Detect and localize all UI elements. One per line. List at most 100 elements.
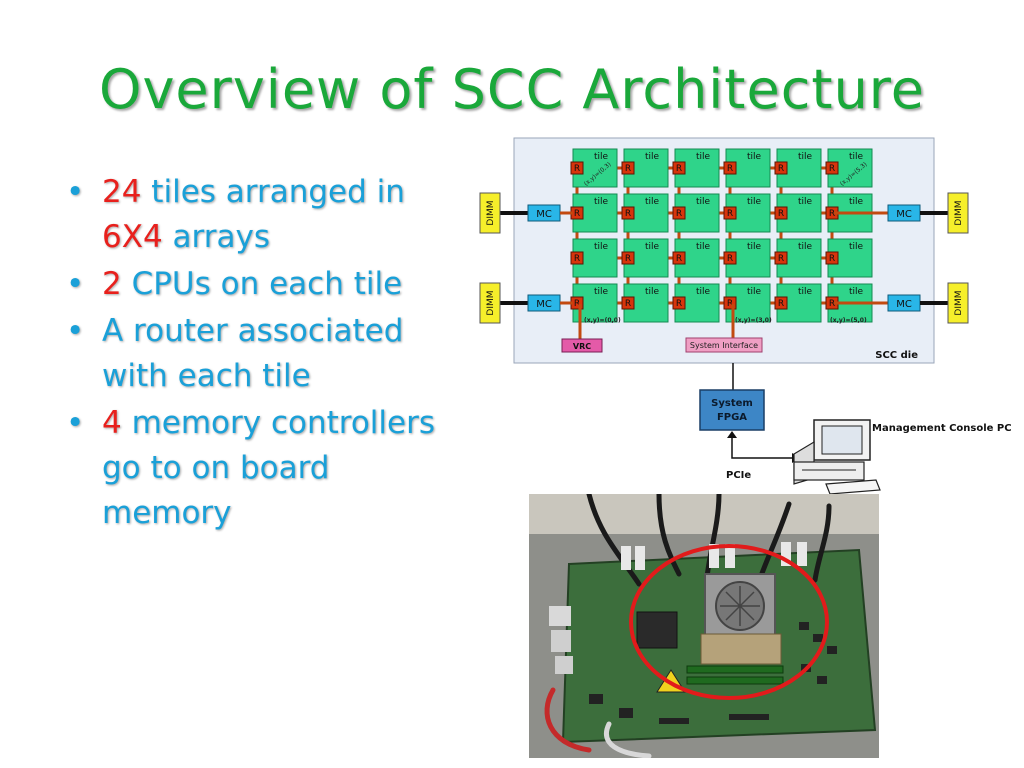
system-interface-label: System Interface (690, 341, 758, 350)
photo-back-wall (529, 494, 879, 534)
tile-label: tile (849, 287, 864, 297)
router-box (774, 251, 788, 265)
bullet-text: A router associated with each tile (102, 313, 403, 394)
tile-label: tile (849, 197, 864, 207)
tile-label: tile (645, 287, 660, 297)
bullet-dot: • (66, 174, 85, 210)
dimm-box (947, 282, 969, 324)
bullet-highlight: 6X4 (102, 219, 163, 255)
scc-board-photo (529, 494, 879, 758)
router-label: R (727, 209, 733, 219)
bullet-item: • A router associated with each tile (62, 309, 452, 399)
coord-label-3-0: (x,y)=(3,0) (735, 317, 772, 324)
router-box (723, 251, 737, 265)
router-box (825, 251, 839, 265)
dimm-box (479, 282, 501, 324)
system-fpga-label-line1: System (711, 398, 753, 409)
tile-label: tile (696, 197, 711, 207)
memory-controller-label: MC (896, 299, 912, 310)
bullet-dot: • (66, 313, 85, 349)
bullet-span: A router associated with each tile (102, 313, 404, 394)
slide-title: Overview of SCC Architecture (98, 58, 926, 121)
vrc-box (561, 338, 603, 353)
system-fpga-label-line2: FPGA (717, 412, 747, 423)
tile-label: tile (747, 242, 762, 252)
router-box (621, 251, 635, 265)
tile-grid: tileRtileRtileRtileRtileRtileRtileRtileR… (570, 148, 873, 323)
tile-label: tile (747, 197, 762, 207)
coord-label-0-0: (x,y)=(0,0) (584, 317, 621, 324)
memory-controller-label: MC (896, 209, 912, 220)
tile-box (776, 238, 822, 278)
router-box (621, 206, 635, 220)
router-label: R (574, 299, 580, 309)
router-box (621, 161, 635, 175)
bullet-highlight: 24 (102, 174, 142, 210)
router-label: R (625, 254, 631, 264)
bullet-text: 2 CPUs on each tile (102, 266, 402, 302)
tile-label: tile (696, 242, 711, 252)
router-label: R (829, 164, 835, 174)
tile-label: tile (594, 287, 609, 297)
router-box (774, 296, 788, 310)
router-label: R (829, 299, 835, 309)
bullet-highlight: 4 (102, 405, 122, 441)
tile-label: tile (594, 197, 609, 207)
scc-die-label: SCC die (875, 350, 918, 361)
router-label: R (625, 209, 631, 219)
router-label: R (829, 209, 835, 219)
dimm-label: DIMM (486, 290, 496, 315)
tile-label: tile (849, 242, 864, 252)
dimm-label: DIMM (954, 200, 964, 225)
router-label: R (676, 299, 682, 309)
router-box (774, 206, 788, 220)
coord-label-5-0: (x,y)=(5,0) (830, 317, 867, 324)
router-label: R (727, 254, 733, 264)
bullet-dot: • (66, 405, 85, 441)
tile-label: tile (798, 152, 813, 162)
tile-label: tile (798, 197, 813, 207)
tile-label: tile (849, 152, 864, 162)
tile-label: tile (696, 287, 711, 297)
memory-controller-label: MC (536, 299, 552, 310)
dimm-label: DIMM (486, 200, 496, 225)
system-fpga-box (699, 389, 765, 431)
tile-label: tile (645, 197, 660, 207)
memory-dimms (686, 665, 784, 685)
fan-grill (720, 586, 760, 626)
router-label: R (574, 164, 580, 174)
bullet-span: CPUs on each tile (121, 266, 403, 302)
memory-controller-label: MC (536, 209, 552, 220)
router-box (672, 206, 686, 220)
right-memory-side: MC DIMM MC DIMM (834, 192, 969, 324)
dimm-label: DIMM (954, 290, 964, 315)
router-box (672, 161, 686, 175)
dimm-box (947, 192, 969, 234)
dimm-box (479, 192, 501, 234)
tile-label: tile (798, 287, 813, 297)
computer-icon (793, 419, 881, 495)
router-label: R (676, 164, 682, 174)
router-label: R (778, 254, 784, 264)
vrc-label: VRC (573, 342, 591, 351)
router-label: R (676, 254, 682, 264)
tile-label: tile (747, 287, 762, 297)
router-box (570, 251, 584, 265)
router-label: R (574, 209, 580, 219)
bullet-list: •24 tiles arranged in 6X4 arrays •2 CPUs… (62, 170, 452, 538)
bullet-dot: • (66, 266, 85, 302)
router-label: R (625, 299, 631, 309)
router-box (774, 161, 788, 175)
